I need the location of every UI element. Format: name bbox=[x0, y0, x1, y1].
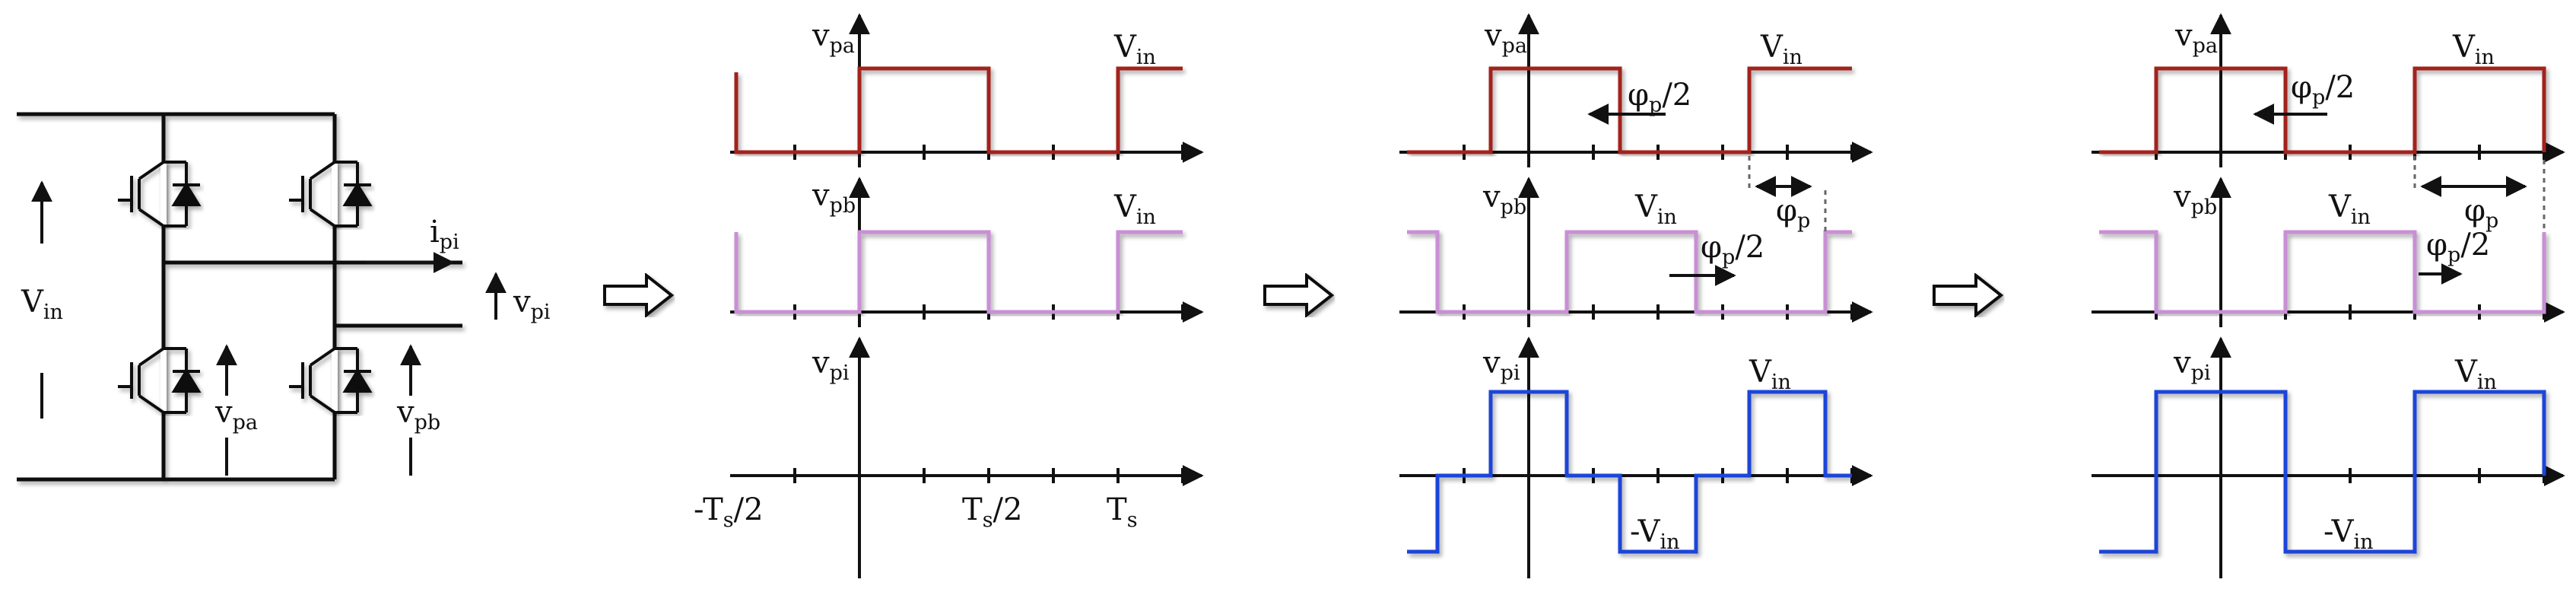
p1-tick-label-neg-half-period: -Ts/2 bbox=[694, 492, 764, 532]
vin-label: Vin bbox=[21, 285, 63, 324]
p3-vpi-axis-label: vpi bbox=[2173, 345, 2211, 385]
p2-phase-label: φp bbox=[1776, 193, 1810, 233]
p3-vpb-axis-label: vpb bbox=[2173, 180, 2217, 219]
p3-vpa-waveform bbox=[2099, 66, 2546, 154]
p1-vpi-axis-label: vpi bbox=[812, 345, 850, 385]
vpb-label: vpb bbox=[396, 395, 440, 435]
transition-arrow-icon bbox=[1933, 272, 2004, 319]
p3-vpi-waveform bbox=[2099, 390, 2546, 554]
p1-vpa-axis-label: vpa bbox=[812, 18, 855, 58]
p1-tick-label-period: Ts bbox=[1107, 492, 1138, 532]
p3-phase-label: φp bbox=[2464, 193, 2498, 233]
p3-vpb-waveform bbox=[2099, 230, 2546, 314]
p3-vpb-amplitude-label: Vin bbox=[2328, 189, 2371, 229]
switch-s4-icon bbox=[289, 347, 373, 414]
p2-vpb-amplitude-label: Vin bbox=[1634, 189, 1677, 229]
p2-vpb-waveform bbox=[1407, 230, 1852, 314]
p2-vpi-positive-label: Vin bbox=[1749, 355, 1791, 394]
vpi-label: vpi bbox=[513, 285, 551, 324]
p3-vpa-axis-label: vpa bbox=[2174, 18, 2218, 58]
p2-vpa-waveform bbox=[1407, 66, 1852, 154]
p3-vpi-positive-label: Vin bbox=[2454, 355, 2497, 394]
p1-vpa-amplitude-label: Vin bbox=[1113, 30, 1156, 69]
p1-vpb-amplitude-label: Vin bbox=[1113, 189, 1156, 229]
ipi-label: ipi bbox=[430, 215, 459, 254]
p1-vpb-waveform bbox=[734, 230, 1183, 314]
p3-vpi-negative-label: -Vin bbox=[2323, 514, 2374, 554]
p3-vpb-shift-label: φp/2 bbox=[2426, 228, 2490, 267]
p2-vpi-axis-label: vpi bbox=[1482, 345, 1520, 385]
p2-vpb-shift-label: φp/2 bbox=[1701, 230, 1764, 269]
p1-tick-label-half-period: Ts/2 bbox=[962, 492, 1022, 532]
p2-vpi-negative-label: -Vin bbox=[1630, 514, 1680, 554]
switch-s3-icon bbox=[289, 161, 373, 228]
p2-vpi-waveform bbox=[1407, 390, 1852, 554]
switch-s1-icon bbox=[118, 161, 202, 228]
vpa-label: vpa bbox=[214, 395, 258, 435]
p1-vpa-waveform bbox=[734, 66, 1183, 154]
p3-vpa-amplitude-label: Vin bbox=[2452, 30, 2495, 69]
switch-s2-icon bbox=[118, 347, 202, 414]
transition-arrow-icon bbox=[603, 272, 675, 319]
p2-vpb-axis-label: vpb bbox=[1482, 180, 1526, 219]
p2-vpa-shift-label: φp/2 bbox=[1628, 78, 1691, 117]
p3-vpa-shift-label: φp/2 bbox=[2291, 70, 2355, 110]
p2-vpa-axis-label: vpa bbox=[1484, 18, 1527, 58]
transition-arrow-icon bbox=[1263, 272, 1335, 319]
p2-vpa-amplitude-label: Vin bbox=[1760, 30, 1803, 69]
p1-vpb-axis-label: vpb bbox=[812, 178, 856, 218]
